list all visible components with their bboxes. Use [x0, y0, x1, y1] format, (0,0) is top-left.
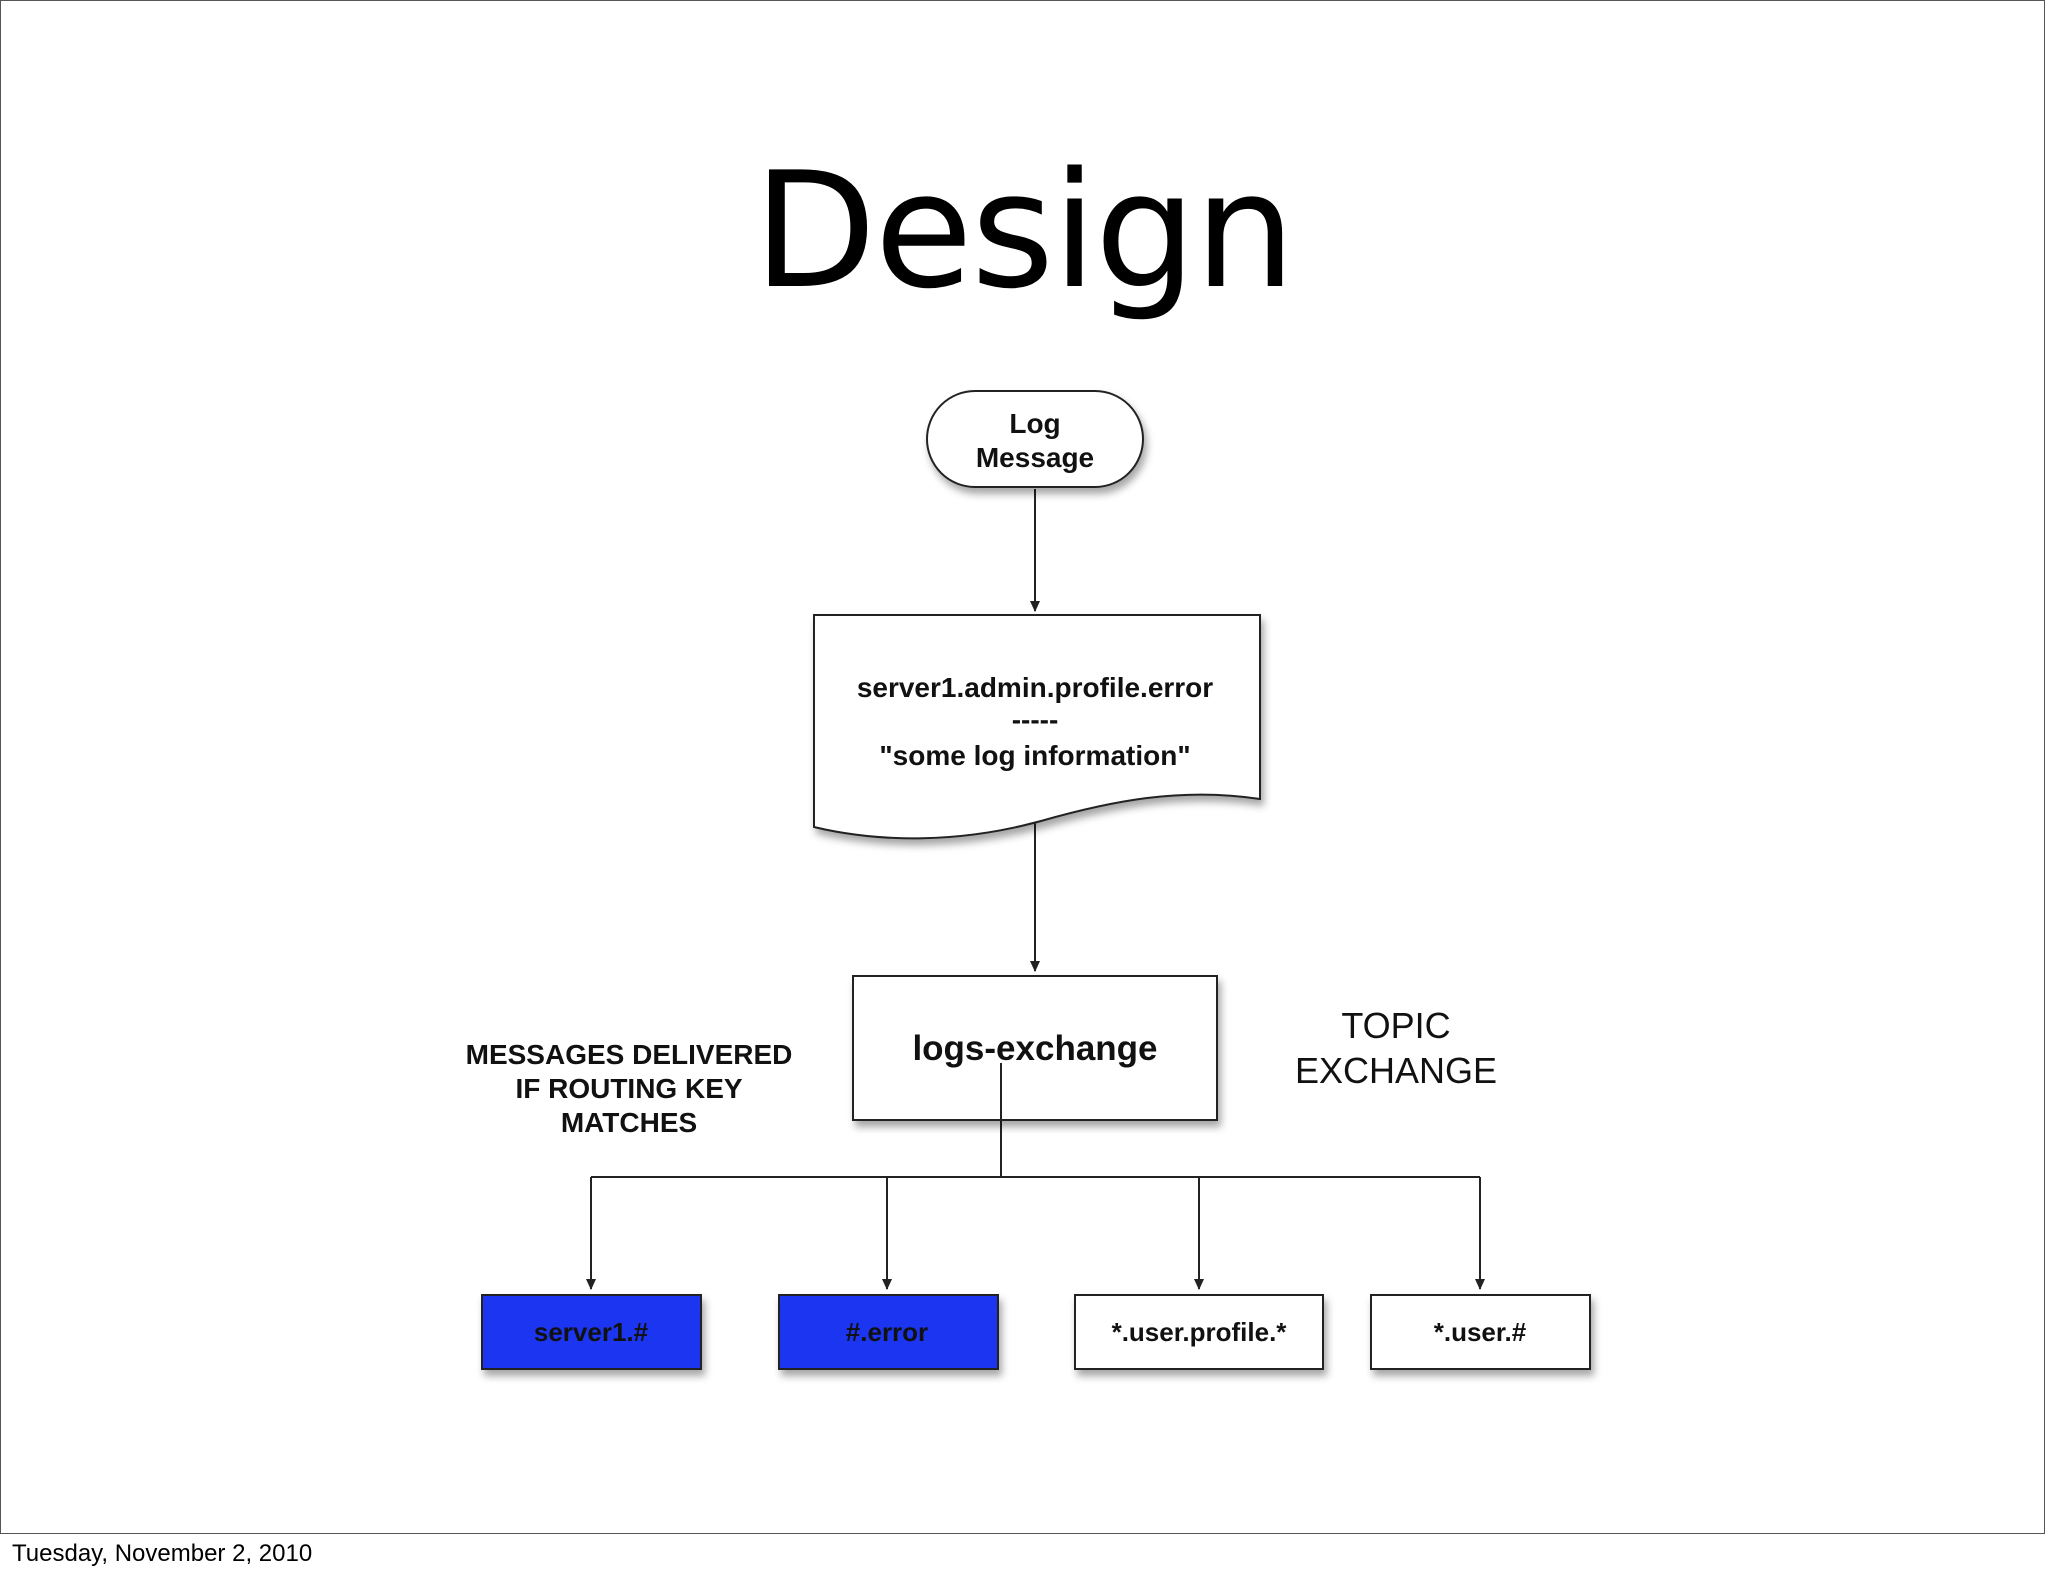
log-message-shape: [926, 390, 1144, 488]
binding-box-1-label: server1.#: [534, 1317, 649, 1347]
slide-title: Design: [753, 137, 1295, 324]
binding-queues: server1.# #.error *.user.profile.* *.use…: [481, 1294, 1591, 1370]
slide-frame: Design Log Message: [0, 0, 2045, 1534]
binding-box-3-shape: [1074, 1294, 1324, 1370]
exchange-type-line2: EXCHANGE: [1295, 1050, 1497, 1091]
exchange-type-line1: TOPIC: [1341, 1005, 1450, 1046]
delivery-note-line2: IF ROUTING KEY: [515, 1073, 742, 1104]
message-body-text: "some log information": [879, 740, 1190, 771]
binding-box-3-label: *.user.profile.*: [1112, 1317, 1288, 1347]
delivery-note: MESSAGES DELIVERED IF ROUTING KEY MATCHE…: [466, 1039, 793, 1138]
log-message-label-line1: Log: [1009, 408, 1060, 439]
binding-box-4-shape: [1370, 1294, 1591, 1370]
routing-diagram: Log Message server1.admin.profile.error …: [466, 390, 1591, 1370]
routing-key-text: server1.admin.profile.error: [857, 672, 1213, 703]
logs-exchange-label: logs-exchange: [912, 1029, 1157, 1068]
binding-box-4-label: *.user.#: [1434, 1317, 1527, 1347]
binding-box-1: server1.#: [481, 1294, 702, 1370]
logs-exchange-node: logs-exchange: [852, 975, 1218, 1121]
message-document-shape: [813, 614, 1261, 840]
binding-box-3: *.user.profile.*: [1074, 1294, 1324, 1370]
connectors: [586, 489, 1485, 1290]
binding-box-1-shape: [481, 1294, 702, 1370]
message-document-node: server1.admin.profile.error ----- "some …: [813, 614, 1261, 840]
binding-box-2: #.error: [778, 1294, 999, 1370]
logs-exchange-shape: [852, 975, 1218, 1121]
log-message-node: Log Message: [926, 390, 1144, 488]
log-message-label-line2: Message: [976, 442, 1094, 473]
delivery-note-line1: MESSAGES DELIVERED: [466, 1039, 793, 1070]
exchange-type-note: TOPIC EXCHANGE: [1295, 1005, 1497, 1091]
document-separator-text: -----: [1012, 704, 1059, 735]
binding-box-4: *.user.#: [1370, 1294, 1591, 1370]
delivery-note-line3: MATCHES: [561, 1107, 697, 1138]
binding-box-2-label: #.error: [846, 1317, 928, 1347]
footer-date: Tuesday, November 2, 2010: [12, 1540, 313, 1567]
binding-box-2-shape: [778, 1294, 999, 1370]
